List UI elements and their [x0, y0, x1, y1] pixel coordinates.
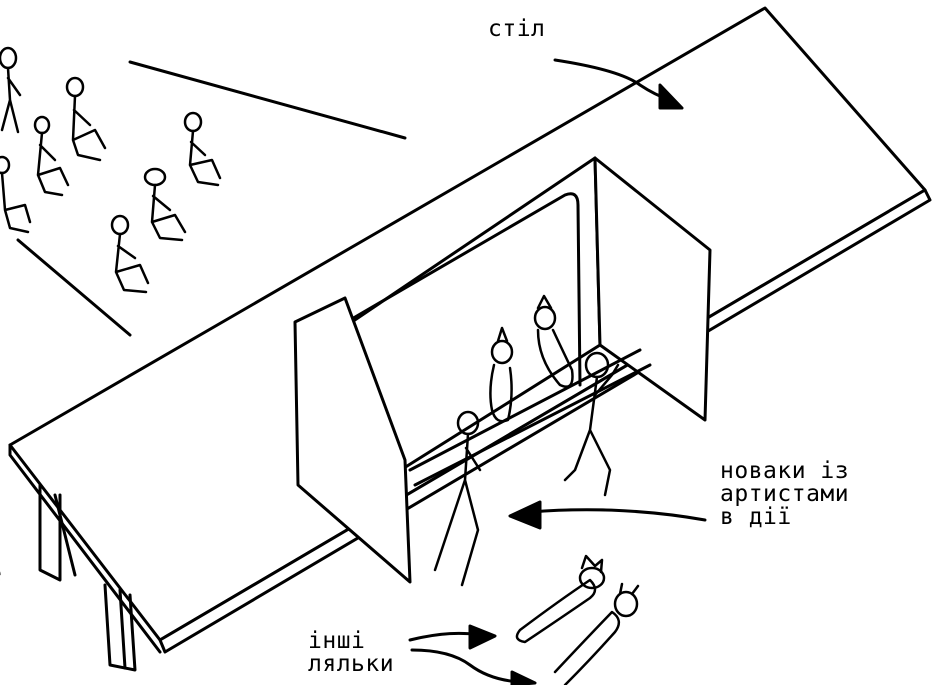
- audience-figure: [35, 117, 68, 195]
- other-puppets: [517, 556, 638, 685]
- audience-figure: [0, 48, 20, 132]
- puppet-screen: [295, 158, 710, 582]
- audience-figure: [67, 78, 105, 160]
- audience-figure: [0, 157, 30, 232]
- audience-figures: [0, 48, 220, 292]
- arrow-head-puppet-1: [470, 626, 495, 648]
- label-screens-with-actors: новаки із артистами в дії: [720, 460, 849, 529]
- label-left-cut-off: и e: [0, 540, 2, 586]
- arrow-head-puppet-2: [512, 672, 535, 685]
- arrow-head-screen: [510, 502, 540, 528]
- audience-figure: [112, 216, 148, 292]
- lying-puppet: [555, 584, 638, 685]
- audience-figure: [185, 113, 220, 185]
- audience-figure: [145, 169, 185, 240]
- label-other-puppets: інші ляльки: [308, 630, 394, 676]
- lying-puppet: [517, 556, 604, 642]
- label-table: стіл: [488, 18, 545, 41]
